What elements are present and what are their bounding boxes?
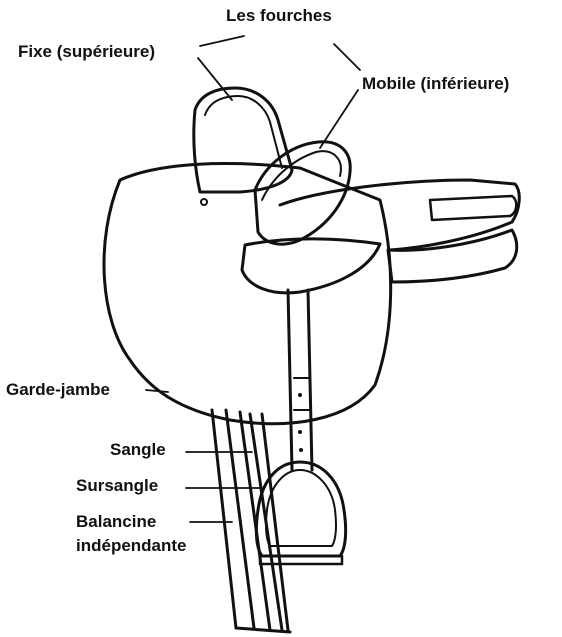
label-mobile: Mobile (inférieure) <box>362 74 509 94</box>
label-sursangle: Sursangle <box>76 476 158 496</box>
label-fixe: Fixe (supérieure) <box>18 42 155 62</box>
leader-fourches-left <box>200 36 244 46</box>
skirt <box>242 239 380 293</box>
label-les-fourches: Les fourches <box>226 6 332 26</box>
label-balancine-line1: Balancine <box>76 512 156 532</box>
garde-jambe-flap <box>104 164 391 424</box>
label-sangle: Sangle <box>110 440 166 460</box>
leader-mobile <box>320 90 358 148</box>
label-garde-jambe: Garde-jambe <box>6 380 110 400</box>
stirrup-leather <box>288 290 312 470</box>
leader-fourches-right <box>334 44 360 70</box>
leader-fixe <box>198 58 232 100</box>
sangle-straps <box>212 410 290 632</box>
leader-garde-jambe <box>146 390 168 392</box>
label-balancine-line2: indépendante <box>76 536 187 556</box>
